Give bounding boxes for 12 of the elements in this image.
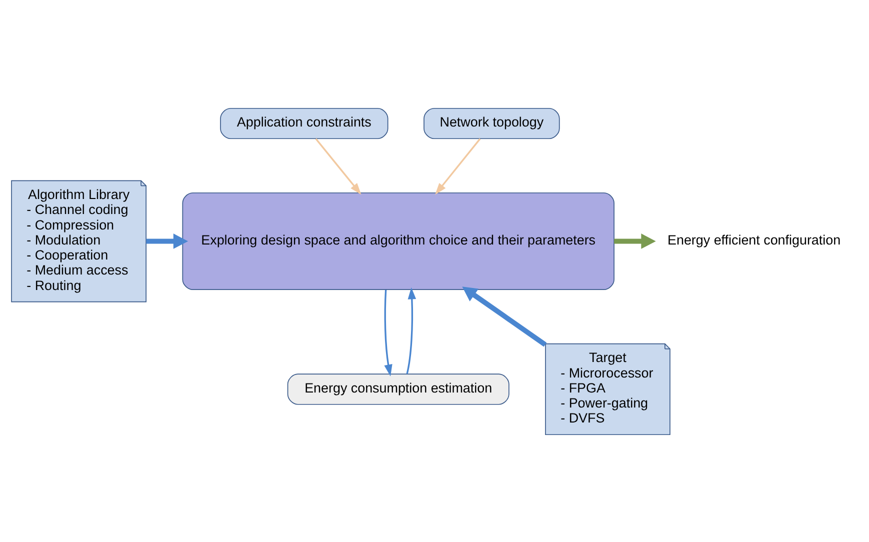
- node-box: Energy consumption estimation: [287, 373, 510, 404]
- node-box: Network topology: [424, 107, 560, 139]
- arrow: [406, 286, 416, 374]
- arrow: [462, 286, 547, 346]
- node-box: Exploring design space and algorithm choice and their parameters: [182, 192, 614, 290]
- arrow: [435, 138, 481, 194]
- arrow: [614, 233, 656, 248]
- node-box: Application constraints: [220, 107, 388, 139]
- arrow: [315, 138, 362, 194]
- arrow: [384, 289, 392, 376]
- node-text: Energy efficient configuration: [668, 232, 841, 247]
- arrow: [146, 233, 188, 248]
